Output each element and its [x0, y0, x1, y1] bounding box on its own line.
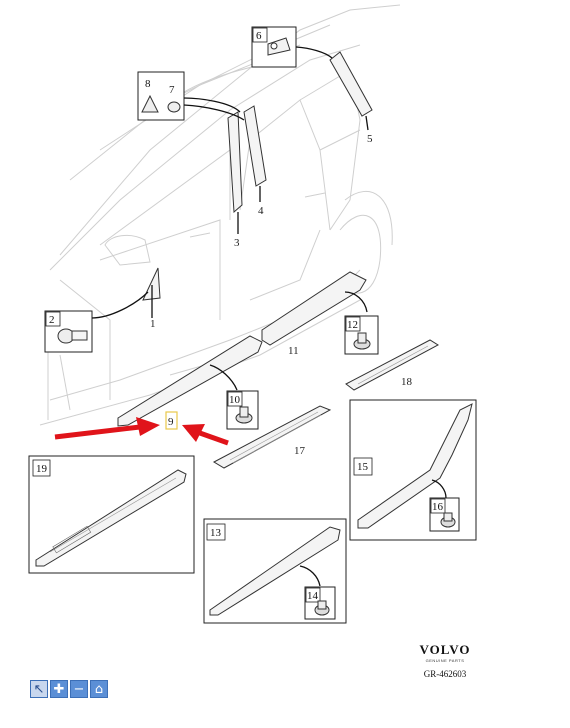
- part-7-8-box[interactable]: 8 7: [137, 71, 245, 121]
- part-12-box[interactable]: 12: [344, 315, 379, 355]
- part-3-pillar-trim[interactable]: 3: [227, 111, 243, 249]
- callout-18: 18: [401, 376, 413, 388]
- clip-icon: [235, 406, 253, 424]
- minus-icon[interactable]: −: [70, 680, 88, 698]
- cursor-icon[interactable]: ↖: [30, 680, 48, 698]
- callout-16: 16: [432, 501, 444, 513]
- part-2-box[interactable]: 2: [44, 291, 149, 353]
- callout-14: 14: [307, 590, 319, 602]
- part-1-trim[interactable]: 1: [142, 267, 161, 330]
- callout-15: 15: [357, 461, 369, 473]
- callout-10: 10: [229, 394, 241, 406]
- callout-19: 19: [36, 463, 48, 475]
- red-arrow-left: [54, 417, 160, 440]
- callout-13: 13: [210, 527, 222, 539]
- callout-12: 12: [347, 319, 358, 331]
- part-9-door-moulding[interactable]: 9: [117, 335, 263, 430]
- screw-icon: [141, 94, 181, 113]
- callout-9: 9: [168, 416, 174, 428]
- clip-icon: [353, 332, 371, 350]
- clip-icon: [440, 512, 456, 528]
- red-arrow-right: [182, 424, 229, 446]
- clip-icon: [314, 600, 330, 616]
- part-4-pillar-trim[interactable]: 4: [243, 105, 267, 217]
- brand-block: VOLVO GENUINE PARTS GR-462603: [415, 642, 475, 679]
- callout-1: 1: [150, 318, 156, 330]
- diagram-code: GR-462603: [423, 669, 467, 679]
- callout-6: 6: [256, 30, 262, 42]
- viewer-toolbar: ↖ ✚ − ⌂: [30, 680, 108, 698]
- part-13-box[interactable]: 13 14: [203, 518, 347, 624]
- callout-8: 8: [145, 78, 151, 90]
- callout-11: 11: [288, 345, 299, 357]
- bolt-icon: [57, 328, 88, 344]
- part-19-box[interactable]: 19: [28, 455, 195, 574]
- part-18-sill-plate[interactable]: 18: [345, 339, 439, 391]
- callout-3: 3: [234, 237, 240, 249]
- plus-icon[interactable]: ✚: [50, 680, 68, 698]
- callout-4: 4: [258, 205, 264, 217]
- clip-icon: [267, 37, 291, 56]
- part-17-sill-plate[interactable]: 17: [212, 405, 332, 469]
- callout-5: 5: [367, 133, 373, 145]
- volvo-logo: VOLVO: [419, 642, 471, 657]
- home-icon[interactable]: ⌂: [90, 680, 108, 698]
- part-6-box[interactable]: 6: [251, 26, 333, 68]
- part-11-moulding[interactable]: 11: [261, 271, 368, 357]
- highlight-box: [165, 411, 178, 430]
- brand-tagline: GENUINE PARTS: [425, 658, 465, 663]
- callout-2: 2: [49, 314, 55, 326]
- part-5-rear-trim[interactable]: 5: [329, 51, 373, 145]
- callout-7: 7: [169, 84, 175, 96]
- callout-17: 17: [294, 445, 306, 457]
- part-15-box[interactable]: 15 16: [349, 399, 477, 541]
- part-10-box[interactable]: 10: [226, 390, 259, 430]
